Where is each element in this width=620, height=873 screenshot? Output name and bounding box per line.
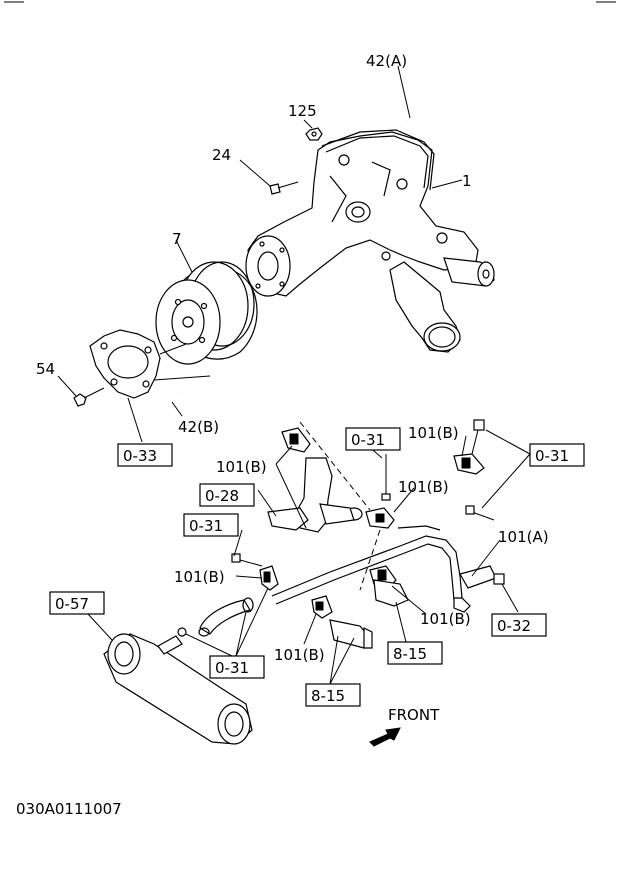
leader-lines: [57, 65, 531, 685]
svg-text:8-15: 8-15: [393, 645, 427, 663]
callout-1: 1: [462, 172, 472, 190]
align-line: [159, 343, 187, 355]
bracket-815: [373, 579, 409, 607]
callout-101b: 101(B): [420, 610, 471, 628]
svg-text:0-57: 0-57: [55, 595, 89, 613]
ref-box-0-31: 0-31: [209, 655, 265, 679]
svg-text:0-31: 0-31: [189, 517, 223, 535]
front-label: FRONT: [388, 706, 440, 724]
callout-42b: 42(B): [178, 418, 219, 436]
pulley-7: [155, 261, 258, 365]
ref-box-0-32: 0-32: [491, 613, 547, 637]
bolt: [381, 454, 391, 501]
hose: [198, 597, 254, 637]
thermostat-pipe: [103, 627, 253, 745]
callout-101b: 101(B): [174, 568, 225, 586]
fan-bracket: [89, 329, 161, 399]
ref-box-0-33: 0-33: [117, 443, 173, 467]
front-arrow-icon: [369, 727, 401, 747]
callout-7: 7: [172, 230, 182, 248]
align-line: [153, 375, 211, 381]
svg-text:0-31: 0-31: [215, 659, 249, 677]
nut: [493, 573, 505, 585]
svg-text:0-28: 0-28: [205, 487, 239, 505]
svg-text:0-33: 0-33: [123, 447, 157, 465]
bolt-54: [73, 387, 105, 407]
callout-125: 125: [288, 102, 317, 120]
bolt-24: [269, 181, 299, 195]
callout-101b: 101(B): [398, 478, 449, 496]
callout-101b: 101(B): [216, 458, 267, 476]
ref-box-0-31: 0-31: [183, 513, 239, 537]
clip: [281, 427, 311, 453]
clip: [259, 565, 279, 591]
ref-box-0-31: 0-31: [529, 443, 585, 467]
pipe-connector: [329, 619, 373, 649]
bolt: [471, 419, 485, 455]
svg-text:8-15: 8-15: [311, 687, 345, 705]
stud-42a: [399, 103, 427, 127]
svg-text:0-31: 0-31: [351, 431, 385, 449]
ref-box-0-57: 0-57: [49, 591, 105, 615]
callout-42a: 42(A): [366, 52, 407, 70]
clip-101a: [459, 565, 497, 589]
bolt: [465, 505, 495, 521]
callout-101a: 101(A): [498, 528, 549, 546]
ref-box-8-15: 8-15: [305, 683, 361, 707]
callout-101b: 101(B): [274, 646, 325, 664]
water-pump-body: [245, 129, 495, 353]
ref-box-0-31: 0-31: [345, 427, 401, 451]
bolt: [231, 553, 263, 567]
callout-101b: 101(B): [408, 424, 459, 442]
pipe-bracket: [267, 457, 363, 533]
svg-text:0-31: 0-31: [535, 447, 569, 465]
callout-54: 54: [36, 360, 55, 378]
svg-text:0-32: 0-32: [497, 617, 531, 635]
nut-125: [305, 127, 323, 141]
clip: [311, 595, 333, 619]
clip: [453, 453, 485, 475]
clip: [365, 507, 395, 529]
water-pipe: [271, 525, 471, 613]
ref-box-8-15: 8-15: [387, 641, 443, 665]
diagram-code: 030A0111007: [16, 800, 122, 818]
callout-24: 24: [212, 146, 231, 164]
stud-42b: [155, 391, 183, 403]
ref-box-0-28: 0-28: [199, 483, 255, 507]
